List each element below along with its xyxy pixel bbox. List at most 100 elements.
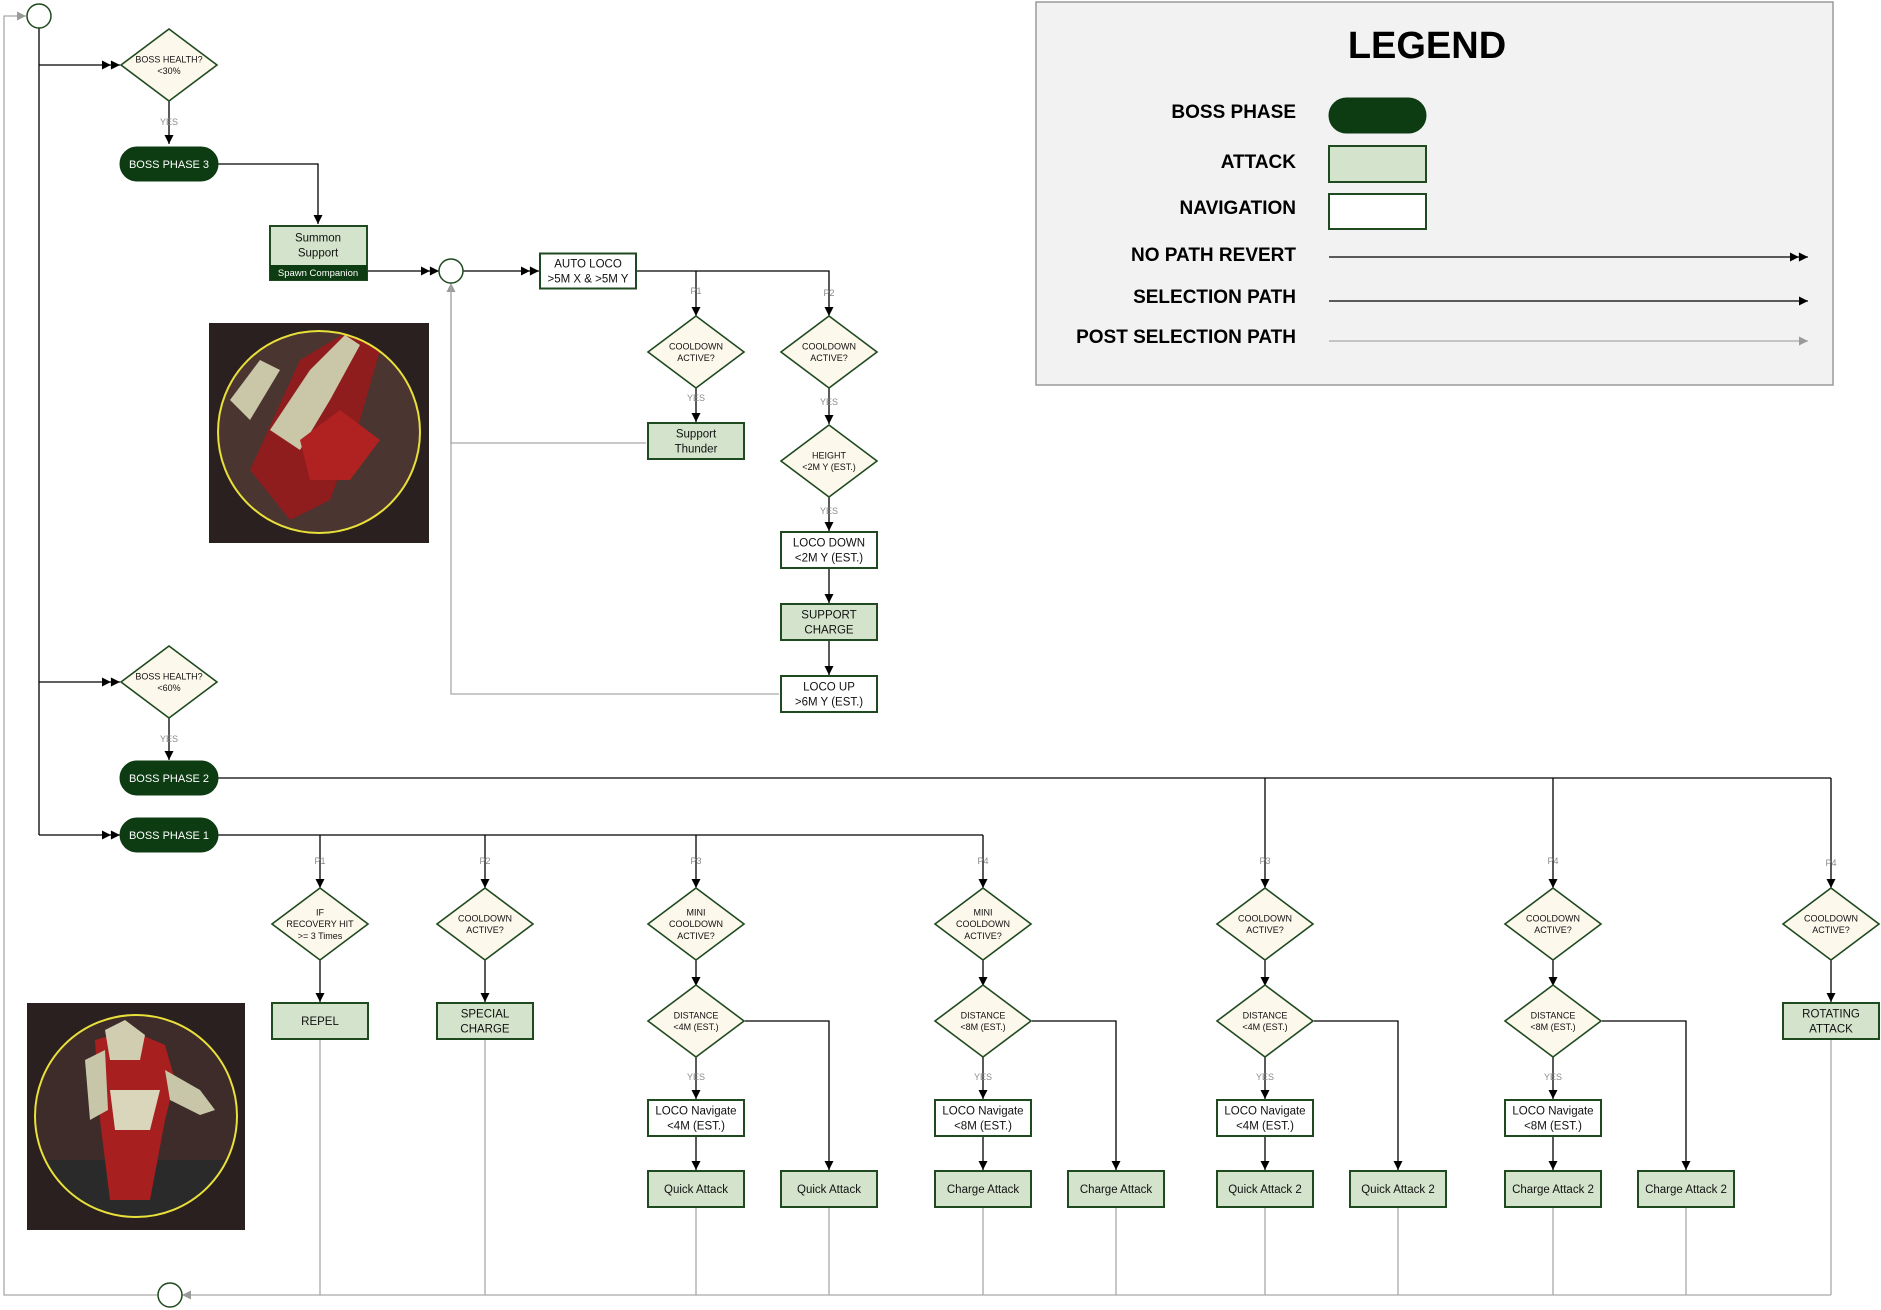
decision-distance-4-b-shape <box>1215 984 1315 1058</box>
boss-portrait-top <box>209 323 429 543</box>
support-charge-node-text: CHARGE <box>804 625 854 637</box>
label-p3-b: P3 <box>1259 856 1270 866</box>
loco-down-node: LOCO DOWN <2M Y (EST.) <box>780 531 878 569</box>
quick-attack-node-b-shape <box>780 1170 878 1208</box>
loco-navigate-8-b-text: <8M (EST.) <box>1524 1121 1582 1133</box>
charge-attack-node-b-text: Charge Attack <box>1080 1184 1152 1196</box>
summon-support-footer: Spawn Companion <box>278 268 358 279</box>
quick-attack-2-node-a-shape <box>1216 1170 1314 1208</box>
decision-distance-8-b-shape <box>1503 984 1603 1058</box>
decision-recovery-hit-text: IF <box>316 907 325 917</box>
charge-attack-node-b: Charge Attack <box>1067 1170 1165 1208</box>
decision-distance-4-a-text: <4M (EST.) <box>673 1022 718 1032</box>
legend: LEGEND BOSS PHASE ATTACK NAVIGATION NO P… <box>1035 1 1834 386</box>
junction-node <box>438 258 464 284</box>
loco-navigate-4-b: LOCO Navigate<4M (EST.) <box>1216 1099 1314 1137</box>
auto-loco-node-text: >5M X & >5M Y <box>548 274 629 286</box>
loco-up-node-text: >6M Y (EST.) <box>795 697 863 709</box>
label-p2: P2 <box>479 856 490 866</box>
flowchart-nodes: BOSS HEALTH?<30%BOSS PHASE 3SummonSuppor… <box>119 28 1881 1208</box>
decision-cooldown-p2-top-shape <box>779 315 879 389</box>
loco-navigate-4-b-shape <box>1216 1099 1314 1137</box>
quick-attack-node-a-text: Quick Attack <box>664 1184 728 1196</box>
legend-box <box>1035 1 1834 386</box>
decision-distance-8-a: DISTANCE <8M (EST.) <box>933 984 1033 1058</box>
loco-navigate-8-b: LOCO Navigate <8M (EST.) <box>1504 1099 1602 1137</box>
support-charge-node: SUPPORT CHARGE <box>780 603 878 641</box>
loco-navigate-4-a-shape <box>647 1099 745 1137</box>
loco-navigate-8-b-shape <box>1504 1099 1602 1137</box>
decision-boss-health-30: BOSS HEALTH? <30% <box>119 28 219 102</box>
label-yes-health30: YES <box>160 117 178 127</box>
decision-cooldown-p4-phase2-text: ACTIVE? <box>1534 925 1572 935</box>
decision-cooldown-p4-rotating-shape <box>1781 887 1881 961</box>
loco-up-node-text: LOCO UP <box>803 682 855 694</box>
quick-attack-node-b-text: Quick Attack <box>797 1184 861 1196</box>
decision-recovery-hit-text: RECOVERY HIT <box>286 919 354 929</box>
label-p2-top: P2 <box>823 288 834 298</box>
label-yes-height: YES <box>820 506 838 516</box>
decision-distance-8-a-text: <8M (EST.) <box>960 1022 1005 1032</box>
loco-navigate-4-a-text: LOCO Navigate <box>655 1106 736 1118</box>
charge-attack-2-node-b-shape <box>1637 1170 1735 1208</box>
loco-down-node-text: <2M Y (EST.) <box>795 553 863 565</box>
auto-loco-node: AUTO LOCO>5M X & >5M Y <box>539 252 637 290</box>
loco-navigate-8-a-text: LOCO Navigate <box>942 1106 1023 1118</box>
repel-node-text: REPEL <box>301 1016 339 1028</box>
special-charge-node-shape <box>436 1002 534 1040</box>
repel-node: REPEL <box>271 1002 369 1040</box>
decision-boss-health-60-text: <60% <box>157 683 180 693</box>
decision-distance-4-b-text: <4M (EST.) <box>1242 1022 1287 1032</box>
loco-navigate-8-a: LOCO Navigate <8M (EST.) <box>934 1099 1032 1137</box>
decision-cooldown-p2-bottom-shape <box>435 887 535 961</box>
charge-attack-2-node-b: Charge Attack 2 <box>1637 1170 1735 1208</box>
charge-attack-node-a: Charge Attack <box>934 1170 1032 1208</box>
loco-up-node-shape <box>780 675 878 713</box>
boss-phase-3-node-shape <box>119 146 219 182</box>
boss-phase-2-node-shape <box>119 760 219 796</box>
summon-support-text: Summon <box>295 233 341 245</box>
rotating-attack-node-text: ROTATING <box>1802 1009 1860 1021</box>
auto-loco-node-shape <box>539 252 637 290</box>
quick-attack-node-a-shape <box>647 1170 745 1208</box>
label-yes-dist-c: YES <box>1256 1072 1274 1082</box>
quick-attack-node-a: Quick Attack <box>647 1170 745 1208</box>
charge-attack-node-b-shape <box>1067 1170 1165 1208</box>
decision-distance-4-b-text: DISTANCE <box>1243 1010 1288 1020</box>
boss-portrait-bottom <box>27 1003 245 1230</box>
quick-attack-node-b: Quick Attack <box>780 1170 878 1208</box>
quick-attack-2-node-a-text: Quick Attack 2 <box>1228 1184 1302 1196</box>
decision-boss-health-30-text: BOSS HEALTH? <box>135 54 202 64</box>
loco-navigate-8-a-text: <8M (EST.) <box>954 1121 1012 1133</box>
decision-boss-health-30-shape <box>119 28 219 102</box>
decision-boss-health-30-text: <30% <box>157 66 180 76</box>
loco-navigate-8-b-text: LOCO Navigate <box>1512 1106 1593 1118</box>
loco-navigate-4-b-text: <4M (EST.) <box>1236 1121 1294 1133</box>
decision-recovery-hit: IF RECOVERY HIT >= 3 Times <box>270 887 370 961</box>
start-node <box>26 3 52 29</box>
legend-attack-label: ATTACK <box>1221 152 1297 173</box>
decision-cooldown-p3-phase2-text: ACTIVE? <box>1246 925 1284 935</box>
legend-selection-path-label: SELECTION PATH <box>1133 287 1296 308</box>
decision-height: HEIGHT<2M Y (EST.) <box>779 424 879 498</box>
loco-down-node-text: LOCO DOWN <box>793 538 865 550</box>
loco-navigate-8-a-shape <box>934 1099 1032 1137</box>
decision-cooldown-p2-top-text: COOLDOWN <box>802 341 856 351</box>
decision-recovery-hit-text: >= 3 Times <box>298 931 343 941</box>
decision-distance-8-a-text: DISTANCE <box>961 1010 1006 1020</box>
summon-support-footer-bar <box>270 265 367 280</box>
loco-down-node-shape <box>780 531 878 569</box>
decision-mini-cooldown-p3-text: MINI <box>687 907 706 917</box>
post-selection-paths <box>3 11 1832 1300</box>
decision-cooldown-p2-bottom-text: COOLDOWN <box>458 913 512 923</box>
label-yes-dist-a: YES <box>687 1072 705 1082</box>
decision-cooldown-p4-phase2-shape <box>1503 887 1603 961</box>
decision-boss-health-60: BOSS HEALTH?<60% <box>119 645 219 719</box>
support-charge-node-text: SUPPORT <box>801 610 856 622</box>
loco-up-node: LOCO UP >6M Y (EST.) <box>780 675 878 713</box>
decision-cooldown-p1-top-text: COOLDOWN <box>669 341 723 351</box>
boss-phase-1-node-shape <box>119 817 219 853</box>
